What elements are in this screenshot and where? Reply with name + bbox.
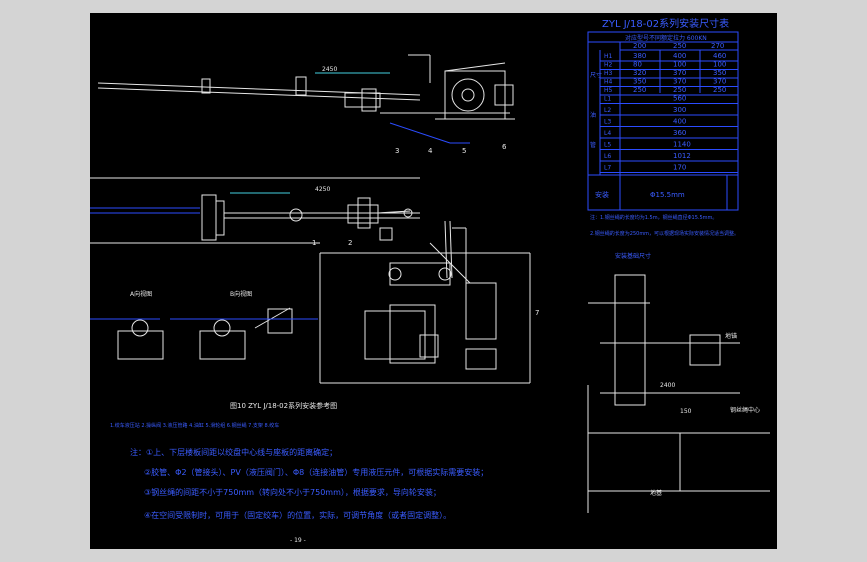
table-cell: 350 bbox=[713, 69, 726, 77]
table-cell: 250 bbox=[633, 86, 646, 94]
table-cell: 400 bbox=[673, 52, 686, 60]
base-detail: 地锚 钢丝绳中心 地基 2400 150 bbox=[587, 274, 770, 513]
mid-dim: 4250 bbox=[315, 186, 330, 193]
part-number: 4 bbox=[428, 147, 433, 155]
view-label-b: A向视图 bbox=[130, 290, 152, 298]
page-number: - 19 - bbox=[290, 537, 306, 544]
table-cell: 460 bbox=[713, 52, 726, 60]
table-cell: 250 bbox=[713, 86, 726, 94]
row-label: L1 bbox=[604, 96, 611, 103]
row-label: L2 bbox=[604, 107, 611, 114]
mid-assembly: 4250 bbox=[90, 177, 531, 384]
drawing-sheet: ZYL J/18-02系列安装尺寸表 对应型号不同额定拉力 600KN 200 … bbox=[90, 13, 777, 549]
table-cell: 350 bbox=[633, 78, 646, 86]
figure-caption: 图10 ZYL J/18-02系列安装参考图 bbox=[230, 401, 337, 410]
table-cell: 1012 bbox=[673, 152, 691, 160]
row-label: L5 bbox=[604, 142, 611, 149]
side-label: 油 bbox=[590, 111, 596, 119]
row-label: H2 bbox=[604, 62, 613, 69]
table-cell: 560 bbox=[673, 95, 686, 103]
table-cell: 370 bbox=[713, 78, 726, 86]
detail-low-label: 钢丝绳中心 bbox=[730, 406, 760, 414]
bottom-value: Φ15.5mm bbox=[650, 191, 685, 199]
table-cell: 360 bbox=[673, 129, 686, 137]
row-label: L3 bbox=[604, 119, 611, 126]
table-cell: 370 bbox=[673, 78, 686, 86]
part-labels: 1 2 3 4 5 6 7 bbox=[312, 143, 539, 317]
table-note: 注：1.钢丝绳的长度均为1.5m，钢丝绳直径Φ15.5mm。 bbox=[590, 214, 717, 221]
table-cell: 400 bbox=[673, 118, 686, 126]
part-number: 7 bbox=[535, 309, 539, 317]
table-title: ZYL J/18-02系列安装尺寸表 bbox=[602, 17, 729, 30]
side-label: 尺寸 bbox=[590, 71, 602, 79]
row-label: L4 bbox=[604, 130, 611, 137]
part-number: 3 bbox=[395, 147, 399, 155]
col-head: 250 bbox=[673, 42, 686, 50]
detail-bottom-label: 地基 bbox=[650, 489, 662, 497]
table-cell: 300 bbox=[673, 106, 686, 114]
side-label: 管 bbox=[590, 141, 596, 149]
part-number: 5 bbox=[462, 147, 466, 155]
top-dim: 2450 bbox=[322, 66, 337, 73]
table-cell: 1140 bbox=[673, 141, 691, 149]
note-line: 注：①上、下层楼板间距以绞盘中心线与座板的距离确定； bbox=[130, 448, 338, 457]
view-label-a: B向视图 bbox=[230, 290, 252, 298]
table-cell: 100 bbox=[673, 61, 686, 69]
bottom-label: 安装 bbox=[595, 190, 609, 199]
part-number: 6 bbox=[502, 143, 507, 151]
winch-top bbox=[435, 62, 515, 120]
dim-2400: 2400 bbox=[660, 382, 675, 389]
row-label: H4 bbox=[604, 79, 613, 86]
col-head: 200 bbox=[633, 42, 646, 50]
part-number: 1 bbox=[312, 239, 316, 247]
table-cell: 170 bbox=[673, 164, 686, 172]
table-cell: 370 bbox=[673, 69, 686, 77]
drawing-canvas: ZYL J/18-02系列安装尺寸表 对应型号不同额定拉力 600KN 200 … bbox=[90, 17, 770, 544]
note-line: ③钢丝绳的间距不小于750mm（转向处不小于750mm），根据要求，导向轮安装； bbox=[144, 488, 441, 497]
row-label: H1 bbox=[604, 53, 613, 60]
table-cell: 80 bbox=[633, 61, 642, 69]
row-label: L6 bbox=[604, 153, 611, 160]
table-cell: 250 bbox=[673, 86, 686, 94]
detail-title: 安装基础尺寸 bbox=[615, 252, 651, 260]
col-head: 270 bbox=[711, 42, 724, 50]
detail-right-label: 地锚 bbox=[725, 332, 737, 340]
table-cell: 100 bbox=[713, 61, 726, 69]
row-label: H3 bbox=[604, 70, 613, 77]
table-cell: 320 bbox=[633, 69, 646, 77]
table-cell: 380 bbox=[633, 52, 646, 60]
parts-legend: 1.绞车液压站 2.操纵阀 3.液压管路 4.油缸 5.滑轮组 6.钢丝绳 7.… bbox=[110, 422, 279, 429]
table-note: 2.钢丝绳的长度为250mm，可以根据现场实际安装情况适当调整。 bbox=[590, 230, 739, 237]
side-views: A向视图 B向视图 bbox=[90, 290, 318, 360]
dim-150: 150 bbox=[680, 408, 692, 415]
row-label: H5 bbox=[604, 87, 613, 94]
part-number: 2 bbox=[348, 239, 352, 247]
table-header: 对应型号不同额定拉力 600KN bbox=[625, 34, 707, 42]
top-rope-assembly: 2450 bbox=[97, 54, 510, 144]
note-line: ④在空间受限制时，可用于（固定绞车）的位置，实际，可调节角度（或者固定调整）。 bbox=[144, 511, 452, 520]
row-label: L7 bbox=[604, 165, 611, 172]
note-line: ②胶管、Φ2（管接头）、PV（液压阀门）、Φ8（连接油管）专用液压元件，可根据实… bbox=[144, 468, 489, 477]
